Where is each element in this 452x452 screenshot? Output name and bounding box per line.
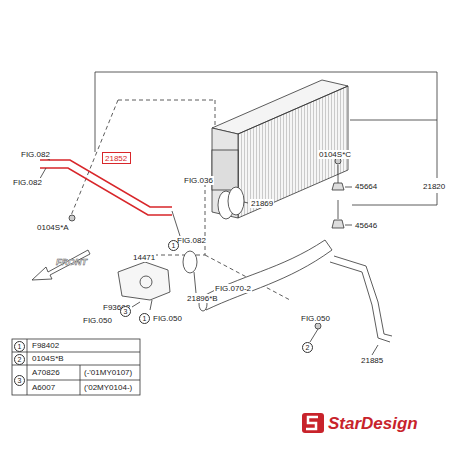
callout-label: 0104S*A	[36, 223, 70, 232]
table-rule	[27, 339, 28, 395]
leader-line	[372, 345, 378, 355]
bracket-21885	[330, 262, 390, 342]
hose-clamp	[183, 251, 197, 273]
leader-line	[310, 329, 318, 342]
part-number: 21852	[105, 154, 128, 163]
callout-number: 3	[14, 375, 25, 386]
front-arrow	[32, 250, 90, 280]
callout-label: FIG.050	[300, 314, 331, 323]
table-rule	[80, 365, 81, 395]
callout-label: 21896*B	[186, 294, 219, 303]
bolt	[69, 215, 75, 221]
callout-label: FIG.050	[152, 314, 183, 323]
callout-label: 45646	[354, 221, 378, 230]
leader-line	[132, 302, 140, 307]
leader-line	[172, 211, 180, 236]
leader-line	[345, 225, 352, 226]
callout-label: FIG.082	[176, 236, 207, 245]
callout-label: 0104S*C	[318, 150, 352, 159]
leader-line	[244, 202, 248, 203]
table-rule	[12, 352, 140, 353]
leader-line	[345, 187, 352, 188]
callout-number: 1	[139, 313, 150, 324]
pipe-070	[200, 240, 332, 310]
leader-line	[437, 193, 438, 205]
leader-line	[150, 300, 152, 310]
callout-number: 2	[302, 342, 313, 353]
callout-number: 3	[120, 306, 131, 317]
callout-label: 21885	[360, 356, 384, 365]
callout-number: 1	[14, 341, 25, 352]
callout-label: FIG.070-2	[214, 284, 252, 293]
pipe-21852	[40, 160, 172, 215]
bracket-21885	[334, 256, 392, 336]
callout-label: A70826	[31, 368, 61, 377]
callout-label: FIG.082	[12, 178, 43, 187]
intercooler-tank	[212, 150, 238, 190]
callout-label: FIG.082	[20, 150, 51, 159]
watermark: StarDesign	[327, 414, 419, 433]
callout-label: (-'01MY0107)	[83, 368, 133, 377]
callout-label: 21869	[250, 199, 274, 208]
leader-line	[338, 200, 339, 219]
callout-label: 45664	[354, 182, 378, 191]
callout-label: 0104S*B	[31, 354, 65, 363]
callout-label: 21820	[422, 182, 446, 191]
leader-line	[194, 272, 196, 293]
callout-label: F98402	[31, 341, 60, 350]
grommet	[332, 183, 344, 190]
callout-number: 2	[14, 354, 25, 365]
bolt	[315, 323, 321, 329]
part-14471-port	[140, 276, 152, 288]
hose-coupler	[228, 187, 244, 215]
callout-label: ('02MY0104-)	[83, 383, 133, 392]
logo-mark	[302, 413, 324, 433]
table-rule	[27, 380, 140, 381]
part-number-box: 21852	[102, 152, 131, 164]
grommet	[332, 220, 344, 228]
front-marker: FRONT	[55, 258, 88, 267]
leader-line	[350, 120, 437, 121]
table-rule	[12, 365, 140, 366]
callout-label: 14471	[132, 253, 156, 262]
callout-label: A6007	[31, 383, 56, 392]
ref-table	[12, 339, 140, 395]
part-14471	[118, 262, 170, 300]
leader-line	[352, 205, 437, 206]
callout-number: 1	[168, 240, 179, 251]
logo-mark	[306, 417, 318, 429]
callout-label: FIG.050	[82, 316, 113, 325]
callout-label: FIG.036	[183, 176, 214, 185]
